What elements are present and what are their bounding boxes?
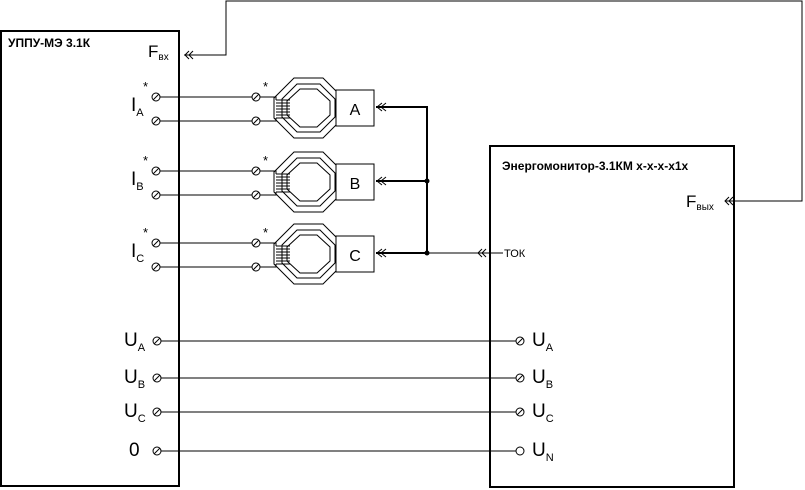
transformer-label-b: B <box>350 176 361 193</box>
terminal-mark <box>252 117 260 125</box>
current-wire <box>160 170 252 196</box>
transformer-core-mid <box>281 83 336 133</box>
freq-input-label: Fвх <box>148 42 169 63</box>
left-voltage-label: UA <box>124 330 146 354</box>
left-voltage-label: 0 <box>129 440 140 461</box>
current-input-label-c: IC <box>131 241 144 265</box>
terminal-mark <box>516 337 524 345</box>
winding-lead <box>260 170 277 196</box>
transformer-core-outer <box>273 151 344 213</box>
right-voltage-label: UC <box>532 401 554 425</box>
voltage-line-a: UA UA <box>124 330 554 354</box>
voltage-line-c: UC UC <box>124 401 554 425</box>
current-output-arrow-icon <box>477 248 487 258</box>
terminal-mark <box>516 408 524 416</box>
terminal-mark <box>152 191 160 199</box>
transformer-group-a: * * IA A <box>131 77 375 139</box>
terminal-mark <box>152 263 160 271</box>
arrow-icon <box>376 102 387 112</box>
right-voltage-label: UB <box>532 367 553 391</box>
polarity-mark: * <box>143 153 148 168</box>
right-voltage-label: UN <box>532 440 554 464</box>
current-wire <box>160 96 252 122</box>
transformer-group-b: * * IB B <box>131 151 375 213</box>
current-output-label: ТОК <box>504 248 526 260</box>
transformer-core-outer <box>273 223 344 285</box>
terminal-mark <box>252 263 260 271</box>
terminal-mark <box>252 93 260 101</box>
terminal-mark <box>152 239 160 247</box>
terminal-mark <box>252 191 260 199</box>
transformer-box-c <box>335 235 375 273</box>
right-device-box <box>489 145 735 488</box>
current-input-label-b: IB <box>131 169 144 193</box>
freq-output-label: Fвых <box>686 192 714 213</box>
left-device-title: УППУ-МЭ 3.1К <box>8 36 91 50</box>
frequency-link-wire <box>184 0 803 202</box>
freq-input-arrow-icon <box>184 50 194 60</box>
junction-dot <box>424 250 430 256</box>
terminal-mark <box>152 167 160 175</box>
voltage-line-b: UB UB <box>124 367 553 391</box>
current-bus-wire <box>376 106 428 253</box>
freq-output-arrow-icon <box>724 196 734 206</box>
transformer-core-inner <box>286 234 331 274</box>
arrow-icon <box>376 248 387 258</box>
transformer-label-a: A <box>350 102 361 119</box>
current-wire <box>160 242 252 268</box>
transformer-winding <box>276 99 290 119</box>
transformer-winding <box>276 245 290 265</box>
voltage-line-n: 0 UN <box>129 440 554 464</box>
transformer-winding <box>276 173 290 193</box>
winding-lead <box>260 96 277 122</box>
polarity-mark: * <box>263 225 268 240</box>
arrow-icon <box>376 176 387 186</box>
terminal-mark <box>153 447 161 455</box>
polarity-mark: * <box>263 79 268 94</box>
transformer-box-b <box>335 163 375 201</box>
transformer-core-inner <box>286 88 331 128</box>
terminal-mark <box>252 239 260 247</box>
polarity-mark: * <box>143 79 148 94</box>
current-input-label-a: IA <box>131 95 144 119</box>
terminal <box>515 446 525 456</box>
terminal-mark <box>516 374 524 382</box>
polarity-mark: * <box>263 153 268 168</box>
terminal-mark <box>153 337 161 345</box>
terminal-mark <box>152 117 160 125</box>
winding-lead <box>260 242 277 268</box>
junction-dot <box>424 178 430 184</box>
transformer-core-mid <box>281 229 336 279</box>
left-device-box <box>0 30 180 487</box>
transformer-box-a <box>335 89 375 127</box>
transformer-core-mid <box>281 157 336 207</box>
transformer-core-outer <box>273 77 344 139</box>
right-voltage-label: UA <box>532 330 554 354</box>
polarity-mark: * <box>143 225 148 240</box>
transformer-group-c: * * IC C <box>131 223 375 285</box>
left-voltage-label: UC <box>124 401 146 425</box>
transformer-core-inner <box>286 162 331 202</box>
right-device-title: Энергомонитор-3.1КМ x-x-x-x1x <box>502 159 689 173</box>
terminal-mark <box>153 408 161 416</box>
terminal-mark <box>152 93 160 101</box>
terminal-mark <box>153 374 161 382</box>
transformer-label-c: C <box>349 248 361 265</box>
left-voltage-label: UB <box>124 367 145 391</box>
terminal-mark <box>252 167 260 175</box>
